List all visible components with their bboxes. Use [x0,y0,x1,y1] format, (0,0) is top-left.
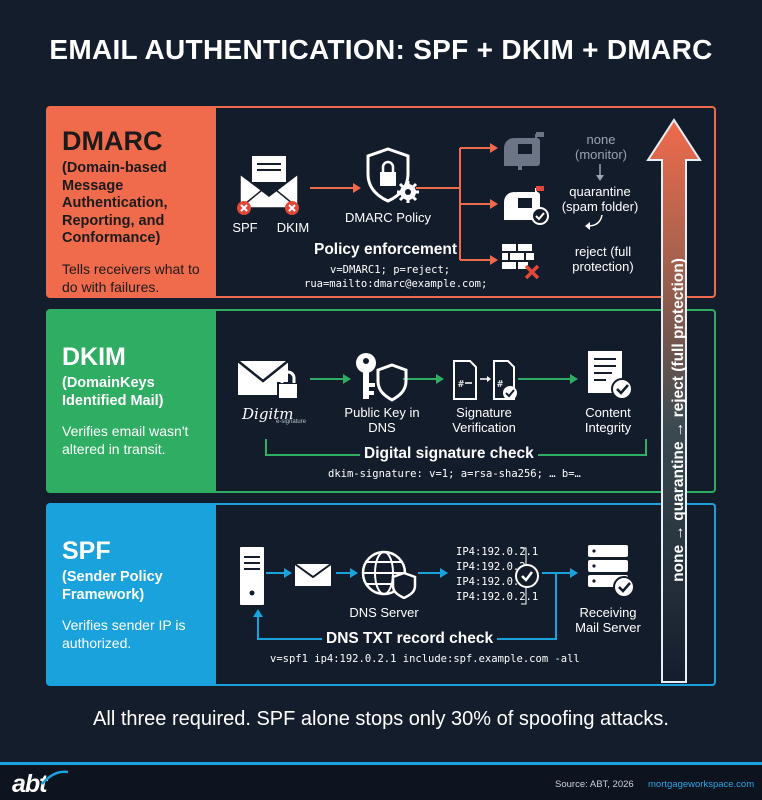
signature-caption: e-signature [276,419,307,425]
dkim-panel: DKIM (DomainKeys Identified Mail) Verifi… [46,309,716,493]
digital-signature-check-label: Digital signature check [360,445,538,463]
dkim-sidebar: DKIM (DomainKeys Identified Mail) Verifi… [48,311,216,491]
dmarc-panel: DMARC (Domain-based Message Authenticati… [46,106,716,298]
check-circle-icon [515,564,539,588]
policy-enforcement-label: Policy enforcement [314,241,457,258]
dkim-subtitle: (DomainKeys Identified Mail) [62,375,164,409]
key-shield-icon [356,353,408,402]
footer-divider [0,762,762,765]
document-verify-icon: # # [453,360,517,400]
page-title: EMAIL AUTHENTICATION: SPF + DKIM + DMARC [49,34,713,65]
spf-sidebar: SPF (Sender Policy Framework) Verifies s… [48,505,216,684]
summary-statement: All three required. SPF alone stops only… [93,708,669,730]
dns-globe-icon [361,550,417,599]
dmarc-sidebar: DMARC (Domain-based Message Authenticati… [48,108,216,296]
outcome-quarantine-label: quarantine (spam folder) [561,184,639,214]
source-credit: Source: ABT, 2026 [555,779,634,790]
ip-list-item: IP4:192.0.2.1 [456,546,539,558]
receiving-server-label: Receiving Mail Server [575,605,641,635]
sender-server-icon [240,547,264,605]
logo-swoosh-icon [41,770,69,785]
outcome-reject-label: reject (full protection) [572,244,634,274]
public-key-label: Public Key in DNS [344,405,420,435]
dmarc-record-line2: rua=mailto:dmarc@example.com; [304,278,488,290]
content-document-icon [588,351,633,400]
spf-record: v=spf1 ip4:192.0.2.1 include:spf.example… [270,653,580,665]
enforcement-scale-arrow [646,118,702,683]
mailbox-monitor-icon [504,132,544,170]
dmarc-description: Tells receivers what to do with failures… [62,260,200,295]
envelope-lock-icon [237,360,299,400]
dmarc-spf-label: SPF [232,220,258,235]
footer-bar [0,765,762,800]
dkim-record: dkim-signature: v=1; a=rsa-sha256; … b=… [328,468,581,480]
spf-description: Verifies sender IP is authorized. [62,617,186,651]
content-integrity-label: Content Integrity [584,405,632,435]
signature-text: Digitm [242,405,294,423]
dmarc-flow-lines [310,143,498,265]
dmarc-subtitle: (Domain-based Message Authentication, Re… [62,160,168,246]
ip-list-item: IP4:192.0.2 [456,576,526,588]
dns-txt-check-label: DNS TXT record check [322,630,498,648]
dmarc-dkim-label: DKIM [276,220,310,235]
receiving-server-icon [588,545,635,598]
mailbox-quarantine-icon [504,186,549,225]
spf-fail-icon [237,201,251,215]
shield-lock-icon [366,147,419,203]
spf-heading: SPF [62,537,111,565]
firewall-reject-icon [502,244,540,280]
spf-subtitle: (Sender Policy Framework) [62,569,163,603]
down-arrow-icon [596,164,604,181]
logo-text: abt [12,770,47,798]
dns-server-label: DNS Server [349,605,419,620]
dkim-fail-icon [285,201,299,215]
email-envelope-icon [239,156,299,209]
svg-text:#: # [458,379,464,390]
envelope-icon [294,563,332,586]
ip-list-item: IP4:192.0.2.1 [456,591,539,603]
dmarc-policy-label: DMARC Policy [345,210,431,225]
ip-list-item: IP4:192.0.2 [456,561,526,573]
dmarc-heading: DMARC [62,126,163,156]
dmarc-record-line1: v=DMARC1; p=reject; [330,264,451,276]
outcome-none-label: none (monitor) [574,132,627,162]
svg-text:#: # [497,379,503,390]
dkim-description: Verifies email wasn't altered in transit… [62,423,189,457]
signature-image: Digitm e-signature [242,405,312,435]
signature-verification-label: Signature Verification [452,405,516,435]
curved-arrow-icon [585,214,603,230]
spf-panel: SPF (Sender Policy Framework) Verifies s… [46,503,716,686]
website-link[interactable]: mortgageworkspace.com [648,779,755,790]
dkim-heading: DKIM [62,343,126,371]
enforcement-scale-label: none → quarantine → reject (full protect… [670,258,687,582]
abt-logo: abt [12,770,69,799]
ip-list: IP4:192.0.2.1 IP4:192.0.2 IP4:192.0.2 IP… [456,545,538,605]
